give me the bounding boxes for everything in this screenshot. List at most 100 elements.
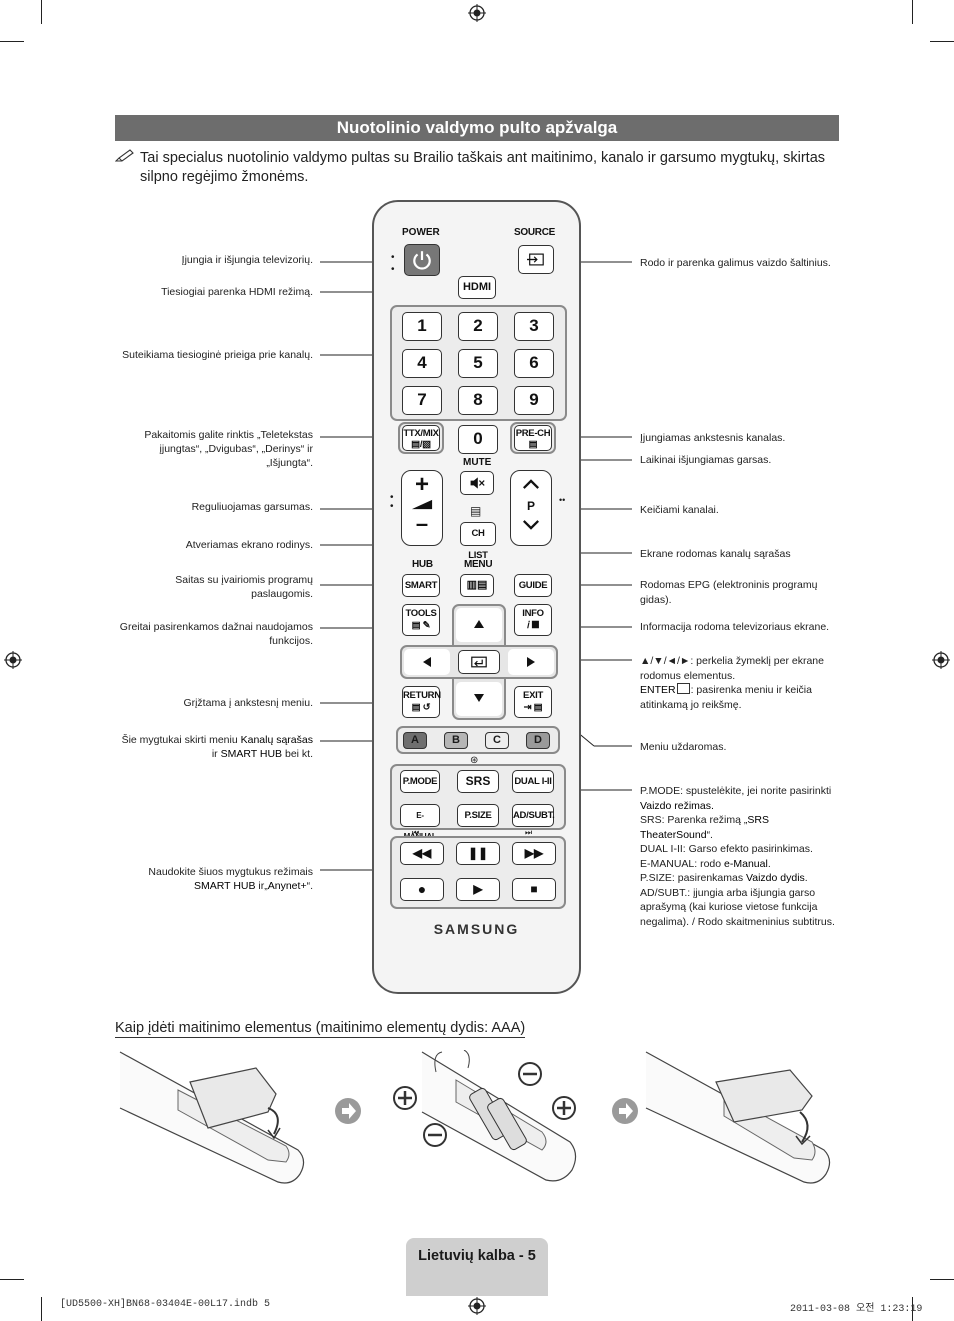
nav-up-button[interactable] <box>456 608 502 642</box>
label-line: aprašymą (kai kuriose vietose funkcija <box>640 901 818 913</box>
digit-4-button[interactable]: 4 <box>402 349 442 378</box>
e-manual-button[interactable]: E-MANUAL <box>400 804 440 841</box>
crop-mark <box>930 41 954 42</box>
arrow-left-icon <box>423 657 431 667</box>
p-mode-button[interactable]: P.MODE <box>400 770 440 793</box>
tools-label: TOOLS <box>405 608 437 619</box>
label-exit: Meniu uždaromas. <box>640 741 727 753</box>
digit-6-button[interactable]: 6 <box>514 349 554 378</box>
label-text: e-Manual <box>724 857 768 870</box>
label-line: SRS: Parenka režimą „SRS <box>640 813 845 828</box>
channel-list-icon: ▤ <box>470 504 482 518</box>
crop-mark <box>41 0 42 24</box>
volume-rocker[interactable]: + – <box>401 470 443 546</box>
ttx-label: TTX/MIX <box>403 428 439 439</box>
label-text: bei kt. <box>282 748 313 760</box>
srs-button[interactable]: SRS <box>457 770 499 793</box>
dual-button[interactable]: DUAL I-II <box>512 770 554 793</box>
label-line: negalima). / Rodo skaitmeninius subtitru… <box>640 915 835 928</box>
nav-right-button[interactable] <box>508 649 554 675</box>
label-return: Grįžtama į ankstesnį meniu. <box>183 697 313 709</box>
digit-1-button[interactable]: 1 <box>402 312 442 341</box>
fast-forward-button[interactable]: ▶▶ <box>512 842 556 865</box>
smart-hub-button[interactable]: SMART <box>402 574 440 597</box>
digit-label: 9 <box>529 390 539 409</box>
label-text: AD/SUBT. <box>640 886 688 899</box>
label-nav-line: rodomus elementus. <box>640 669 736 682</box>
crop-mark <box>0 41 24 42</box>
tools-button[interactable]: TOOLS▤ ✎ <box>402 604 440 636</box>
source-button[interactable] <box>518 245 554 274</box>
label-text: “. <box>306 880 313 892</box>
record-button[interactable]: ● <box>400 878 444 901</box>
green-b-button[interactable]: B <box>444 732 468 749</box>
digit-2-button[interactable]: 2 <box>458 312 498 341</box>
label-source: Rodo ir parenka galimus vaizdo šaltinius… <box>640 257 831 269</box>
label-text: Šie mygtukai skirti meniu <box>121 734 241 746</box>
return-button[interactable]: RETURN▤ ↺ <box>402 686 441 718</box>
power-button[interactable] <box>404 244 440 276</box>
channel-rocker[interactable]: P <box>510 470 552 546</box>
label-text: ENTER <box>640 684 676 696</box>
label-text: SRS <box>747 814 769 826</box>
remote-control: POWER • • SOURCE HDMI 1 2 3 4 5 6 7 8 9 … <box>372 200 581 994</box>
exit-button[interactable]: EXIT⇥ ▤ <box>514 686 552 718</box>
enter-button[interactable] <box>458 650 500 674</box>
label-text: : rodo <box>694 857 725 870</box>
note-text: Tai specialus nuotolinio valdymo pultas … <box>140 150 826 185</box>
page-number-tab: Lietuvių kalba - 5 <box>406 1238 548 1296</box>
digit-9-button[interactable]: 9 <box>514 386 554 415</box>
rewind-button[interactable]: ◀◀ <box>400 842 444 865</box>
label-nav-line: ▲/▼/◄/►: perkelia žymeklį per ekrane <box>640 655 824 667</box>
digit-7-button[interactable]: 7 <box>402 386 442 415</box>
next-step-arrow-icon <box>612 1098 638 1124</box>
blue-d-button[interactable]: D <box>526 732 550 749</box>
label-text: Anynet+ <box>267 880 307 892</box>
digit-8-button[interactable]: 8 <box>458 386 498 415</box>
pause-button[interactable]: ❚❚ <box>456 842 500 865</box>
crop-mark <box>41 1297 42 1321</box>
play-button[interactable]: ▶ <box>456 878 500 901</box>
stop-button[interactable]: ■ <box>512 878 556 901</box>
menu-label: MENU <box>464 559 493 570</box>
pre-ch-button[interactable]: PRE-CH▤ <box>514 425 552 451</box>
mute-button[interactable] <box>460 471 494 495</box>
ad-subt-button[interactable]: AD/SUBT. <box>512 804 555 827</box>
label-nav-line: ENTER: pasirenka meniu ir keičia <box>640 683 850 698</box>
braille-note: Tai specialus nuotolinio valdymo pultas … <box>115 149 840 187</box>
digit-3-button[interactable]: 3 <box>514 312 554 341</box>
label-smart-line: paslaugomis. <box>251 588 313 600</box>
label-text: . <box>767 857 771 870</box>
hdmi-button[interactable]: HDMI <box>458 276 496 299</box>
label-hdmi: Tiesiogiai parenka HDMI režimą. <box>161 286 313 298</box>
p-size-button[interactable]: P.SIZE <box>457 804 499 827</box>
menu-icon: ▥▤ <box>466 579 488 591</box>
crop-mark <box>912 0 913 24</box>
label-digits: Suteikiama tiesioginė prieiga prie kanal… <box>122 349 313 361</box>
guide-button[interactable]: GUIDE <box>514 574 552 597</box>
nav-left-button[interactable] <box>404 649 450 675</box>
adsubt-label: AD/SUBT. <box>513 810 555 821</box>
ch-list-button[interactable]: CH LIST <box>460 522 496 561</box>
minus-icon <box>423 1123 447 1147</box>
label-tools-line: Greitai pasirenkamos dažnai naudojamos <box>119 621 313 633</box>
label-power: Įjungia ir išjungia televizorių. <box>181 254 313 266</box>
menu-button[interactable]: ▥▤ <box>460 574 494 597</box>
digit-5-button[interactable]: 5 <box>458 349 498 378</box>
pmode-label: P.MODE <box>402 776 438 787</box>
yellow-c-button[interactable]: C <box>485 732 509 749</box>
battery-step-2-illustration <box>421 1050 577 1182</box>
label-text: E-MANUAL <box>640 857 695 870</box>
color-label: C <box>493 734 501 746</box>
plus-icon <box>552 1096 576 1120</box>
rewind-icon: ◀◀ <box>412 846 432 860</box>
label-text: “. <box>706 828 713 841</box>
next-step-arrow-icon <box>335 1098 361 1124</box>
digit-0-button[interactable]: 0 <box>458 425 498 454</box>
nav-down-button[interactable] <box>456 682 502 716</box>
red-a-button[interactable]: A <box>403 732 427 749</box>
label-text: : pasirenkamas <box>671 872 747 884</box>
ttx-mix-button[interactable]: TTX/MIX▤/▧ <box>402 425 440 451</box>
crop-mark <box>930 1279 954 1280</box>
